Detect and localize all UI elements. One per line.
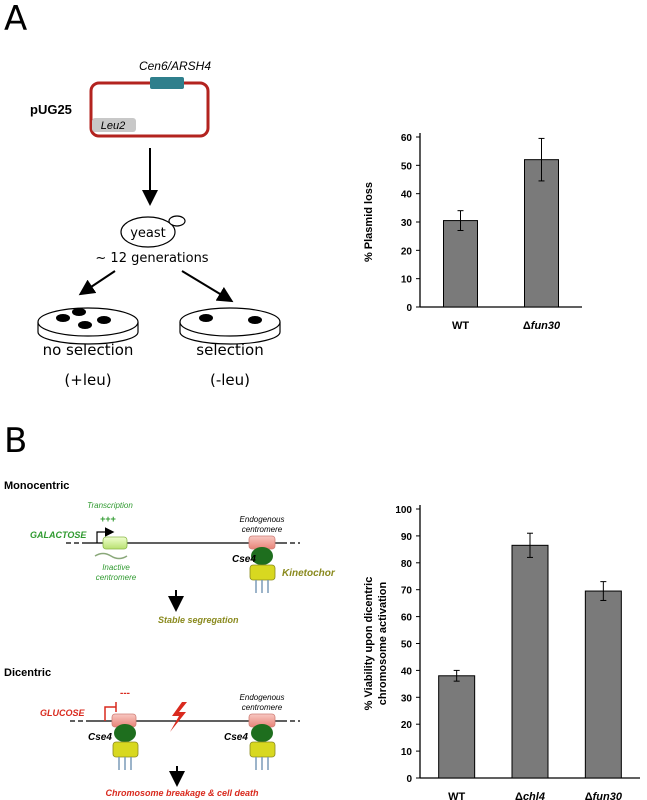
kinetochor-label: Kinetochor [282,568,336,579]
y-tick-label: 50 [401,640,413,651]
galactose-label: GALACTOSE [30,530,87,540]
x-category-label: WT [452,320,469,332]
cen-box [150,77,184,89]
colony [78,321,92,329]
left-plate-sub: (+leu) [64,371,111,389]
x-category-label: WT [448,791,465,800]
monocentric-chromosome [66,527,300,593]
leu-label: Leu2 [101,120,125,132]
x-category-label: Δchl4 [515,791,545,800]
inactive-label-1: Inactive [102,563,130,572]
bar [438,675,476,779]
plate-selection [179,307,281,345]
cse4-oval-right [251,724,273,742]
plate-no-selection [37,307,139,345]
y-tick-label: 70 [401,586,413,597]
y-tick-label: 80 [401,559,413,570]
y-tick-label: 90 [401,532,413,543]
y-tick-label: 0 [406,774,412,785]
break-lightning-icon [170,702,187,732]
panel-a-letter: A [4,0,27,39]
transcription-plus: +++ [100,514,116,524]
x-category-label: Δfun30 [523,320,561,332]
repressed-promoter [104,702,117,721]
yeast-bud [168,215,186,227]
cse4-label: Cse4 [232,554,256,565]
endogenous-label-2: centromere [242,525,283,534]
transcript-wave [94,552,128,560]
colony [72,308,86,316]
y-tick-label: 50 [401,161,413,172]
endogenous-label-1: Endogenous [240,515,285,524]
monocentric-title: Monocentric [4,480,69,492]
endogenous-label-1-dicentric: Endogenous [240,693,285,702]
y-axis-label-line2: chromosome activation [377,581,389,705]
y-tick-label: 100 [395,505,412,516]
cse4-oval-left [114,724,136,742]
kinetochore-box-right [249,741,276,758]
colony [248,316,262,324]
cse4-oval [251,547,273,565]
bar [511,544,549,779]
y-tick-label: 60 [401,133,413,144]
yeast-oval [120,216,176,248]
y-tick-label: 10 [401,747,413,758]
bar [584,590,622,779]
x-category-label: Δfun30 [585,791,623,800]
dicentric-title: Dicentric [4,667,51,679]
breakage-label: Chromosome breakage & cell death [105,788,259,798]
y-tick-label: 60 [401,613,413,624]
y-tick-label: 10 [401,275,413,286]
y-tick-label: 40 [401,190,413,201]
colony [56,314,70,322]
generations-label: ~ 12 generations [95,251,208,266]
glucose-label: GLUCOSE [40,708,86,718]
yeast-label: yeast [130,226,166,241]
arrow-left-diagonal [78,270,116,296]
leu-box [92,118,136,132]
plasmid-diagram: Leu2 Cen6/ARSH4 pUG25 [30,59,211,138]
cse4-label-right: Cse4 [224,732,248,743]
y-tick-label: 40 [401,666,413,677]
promoter-arrow [96,527,115,543]
yeast-cell: yeast [120,215,186,248]
inactive-centromere [102,536,128,550]
bar [524,159,559,308]
transcription-label: Transcription [87,501,133,510]
panel-b-letter: B [4,421,27,461]
kinetochore-box-left [112,741,139,758]
cen-label: Cen6/ARSH4 [139,59,211,73]
y-tick-label: 0 [406,303,412,314]
right-plate-label: selection [196,341,263,359]
y-axis-label-line1: % Viability upon dicentric [363,577,375,711]
right-plate-sub: (-leu) [210,371,250,389]
colony [199,314,213,322]
plasmid-ring [89,81,210,138]
endogenous-label-2-dicentric: centromere [242,703,283,712]
y-tick-label: 30 [401,693,413,704]
colony [97,316,111,324]
y-axis-label: % Plasmid loss [363,182,375,262]
y-tick-label: 20 [401,246,413,257]
dicentric-chromosome [70,702,300,770]
cse4-label-left: Cse4 [88,732,112,743]
stable-label: Stable segregation [158,615,239,625]
minus-label: --- [120,688,130,699]
arrow-right-diagonal [181,270,234,303]
bar [443,220,478,308]
y-tick-label: 20 [401,720,413,731]
inactive-label-2: centromere [96,573,137,582]
y-tick-label: 30 [401,218,413,229]
left-plate-label: no selection [43,341,134,359]
kinetochore-box [249,564,276,581]
plasmid-name: pUG25 [30,102,72,117]
